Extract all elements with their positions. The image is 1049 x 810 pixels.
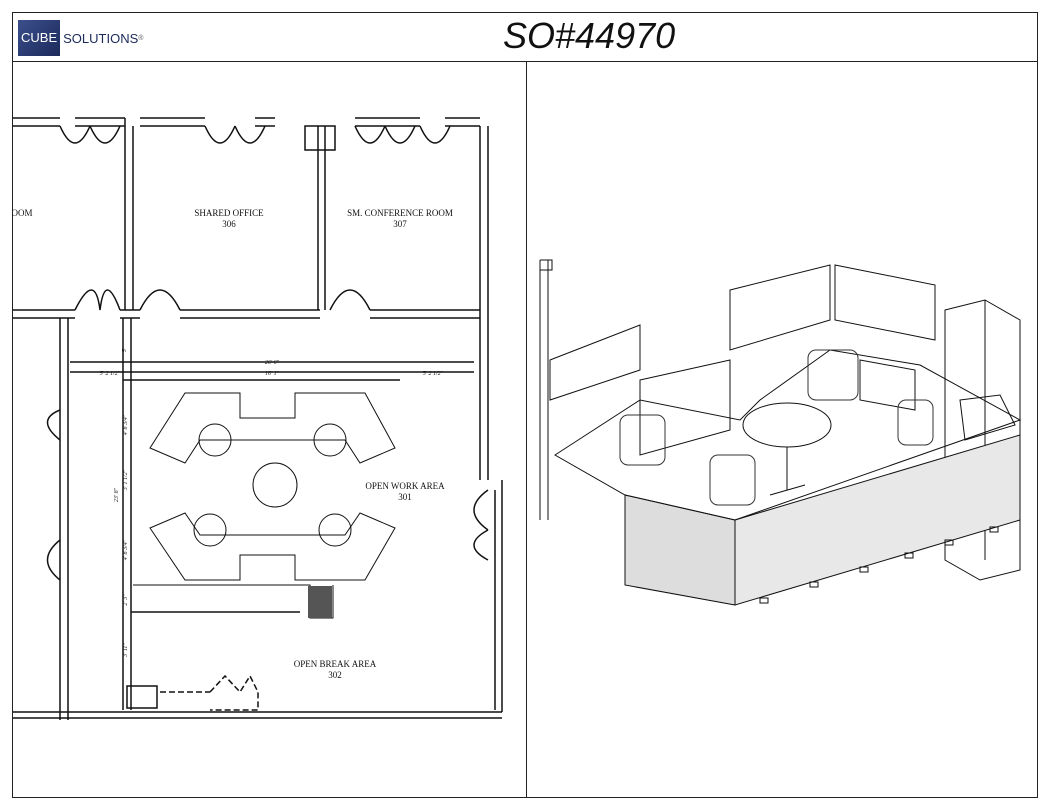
room-label: SM. CONFERENCE ROOM [347, 208, 453, 218]
dimension: 4' 8 3/4" [122, 414, 129, 435]
cube-solutions-logo: CUBE SOLUTIONS ® [18, 20, 143, 56]
dimension: 5' 2 1/2" [423, 371, 444, 377]
dimension: 5' [122, 347, 128, 352]
room-number: 306 [222, 219, 236, 229]
dimension: 3' 11" [123, 643, 129, 658]
dimension: 23' 8" [114, 487, 120, 502]
dimension: 26' 6" [265, 360, 280, 366]
room-number: 301 [398, 492, 412, 502]
dimension: 2' 3" [123, 594, 129, 606]
dimension: 16' 1" [265, 371, 280, 377]
dimension: 4' 8 3/4" [122, 539, 129, 560]
dimension: 5' 2 1/2" [100, 371, 121, 377]
room-label: SHARED OFFICE [194, 208, 264, 218]
panel-divider [526, 61, 527, 797]
drawing-sheet: CUBE SOLUTIONS ® SO#44970 [12, 12, 1038, 798]
room-label: OPEN BREAK AREA [294, 659, 377, 669]
room-label: OPEN WORK AREA [365, 481, 445, 491]
title-block: CUBE SOLUTIONS ® SO#44970 [13, 13, 1037, 62]
dimension: 3' 1 1/2" [123, 469, 129, 491]
room-label: OOM [13, 208, 33, 218]
floor-plan: OOM SHARED OFFICE 306 SM. CONFERENCE ROO… [13, 117, 503, 720]
room-number: 302 [328, 670, 342, 680]
room-number: 307 [393, 219, 407, 229]
sales-order-title: SO#44970 [503, 15, 676, 56]
isometric-workstation-render [539, 259, 1022, 606]
